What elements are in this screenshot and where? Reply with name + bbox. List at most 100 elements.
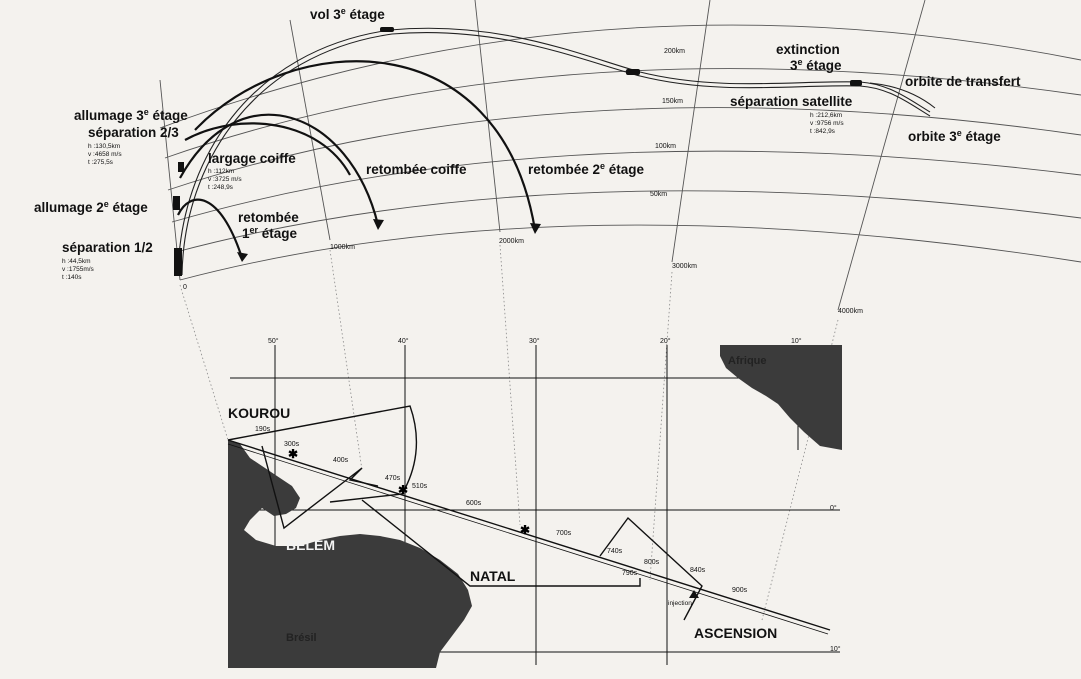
proj-line-2000: [499, 244, 521, 526]
alt-arc-250: [159, 24, 1081, 129]
label-fairing-fall: retombée coiffe: [366, 162, 467, 177]
mark-510s: ✱: [398, 483, 408, 497]
label-stage3-orbit: orbite 3e étage: [908, 128, 1001, 144]
stage3-flight-marker: [380, 27, 394, 32]
stage2-fall-arrow: [373, 219, 384, 230]
alt-label-200: 200km: [664, 48, 685, 55]
time-470s: 470s: [385, 475, 401, 482]
place-belem: BELEM: [286, 537, 335, 553]
alt-arc-200: [164, 68, 1081, 159]
label-stage2-fall: retombée 2e étage: [528, 161, 645, 177]
time-700s: 700s: [556, 530, 572, 537]
time-740s: 740s: [607, 548, 623, 555]
alt-arc-0: [179, 224, 1081, 281]
alt-label-100: 100km: [655, 143, 676, 150]
alt-label-150: 150km: [662, 98, 683, 105]
injection-label: injection: [668, 600, 692, 607]
alt-arc-150: [167, 107, 1081, 191]
time-300s: 300s: [284, 441, 300, 448]
time-800s: 800s: [644, 559, 660, 566]
stage2-marker: [173, 196, 180, 210]
time-790s: 790s: [622, 570, 638, 577]
proj-line-3000: [649, 271, 673, 581]
label-extinction: extinction: [776, 42, 840, 57]
sat-sep-time: t :842,9s: [810, 128, 836, 135]
dist-label-1000: 1000km: [330, 244, 355, 251]
lon-40: 40°: [398, 337, 409, 345]
land-south-america: [228, 440, 472, 668]
fairing-velocity: v :3725 m/s: [208, 176, 242, 183]
altitude-grid: [159, 0, 1081, 311]
stage2-main-fall-arc: [194, 60, 537, 231]
kourou-coverage: [227, 405, 418, 495]
place-ascension: ASCENSION: [694, 625, 777, 641]
label-transfer-orbit: orbite de transfert: [905, 74, 1021, 89]
radial-1000: [289, 19, 331, 241]
sat-sep-velocity: v :9756 m/s: [810, 120, 844, 127]
time-840s: 840s: [690, 567, 706, 574]
projection-lines: [179, 244, 839, 621]
label-sep12: séparation 1/2: [62, 240, 153, 255]
altitude-labels: 200km 150km 100km 50km: [650, 48, 685, 198]
land-africa: [720, 345, 842, 450]
distance-labels: 0 1000km 2000km 3000km 4000km: [183, 238, 863, 315]
alt-arc-100: [171, 150, 1081, 223]
stage3-cruise-marker: [626, 69, 640, 75]
label-sep23: séparation 2/3: [88, 125, 179, 140]
sat-sep-altitude: h :212,6km: [810, 112, 842, 119]
sep23-velocity: v :4658 m/s: [88, 151, 122, 158]
label-stage1-fall-stage: 1er étage: [242, 225, 298, 241]
fairing-time: t :248,9s: [208, 184, 234, 191]
label-fairing: largage coiffe: [208, 151, 296, 166]
stage1-fall-arc: [177, 198, 244, 259]
sep23-altitude: h :130,5km: [88, 143, 120, 150]
ground-track-b: [227, 443, 829, 635]
dist-label-4000: 4000km: [838, 308, 863, 315]
radial-3000: [671, 0, 711, 263]
dist-label-2000: 2000km: [499, 238, 524, 245]
stage1-fall-arrow: [237, 252, 248, 262]
time-190s: 190s: [255, 426, 271, 433]
label-stage1-fall: retombée: [238, 210, 299, 225]
lon-20: 20°: [660, 337, 671, 345]
mark-700s: ✱: [520, 523, 530, 537]
lon-30: 30°: [529, 337, 540, 345]
stage1-body: [174, 248, 182, 276]
place-natal: NATAL: [470, 568, 516, 584]
label-sat-separation: séparation satellite: [730, 94, 853, 109]
lon-50: 50°: [268, 337, 279, 345]
fairing-altitude: h :112km: [208, 168, 234, 175]
place-kourou: KOUROU: [228, 405, 290, 421]
sep23-time: t :275,5s: [88, 159, 114, 166]
label-extinction-stage: 3e étage: [790, 57, 842, 73]
fall-arcs: [177, 60, 541, 262]
lat-0: 0°: [830, 504, 837, 512]
sep12-time: t :140s: [62, 274, 82, 281]
dist-label-3000: 3000km: [672, 263, 697, 270]
lon-10: 10°: [791, 337, 802, 345]
stage-markers: [173, 27, 862, 276]
radial-4000: [837, 0, 926, 311]
time-510s: 510s: [412, 483, 428, 490]
main-fall-arrow: [530, 223, 541, 234]
sep12-velocity: v :1755m/s: [62, 266, 95, 273]
label-ignition2: allumage 2e étage: [34, 199, 148, 215]
time-900s: 900s: [732, 587, 748, 594]
fairing-fall-arc: [184, 122, 351, 176]
place-afrique: Afrique: [728, 355, 767, 367]
belem-coverage: [261, 445, 379, 530]
map: ✱ ✱ ✱ 50° 40° 30° 20° 10° 0° 10° 190s 30…: [227, 337, 842, 668]
dist-label-0: 0: [183, 284, 187, 291]
place-bresil: Brésil: [286, 632, 317, 644]
label-ignition3: allumage 3e étage: [74, 107, 188, 123]
natal-coverage: [329, 493, 641, 587]
radial-2000: [474, 0, 501, 233]
alt-label-50: 50km: [650, 191, 667, 198]
alt-arc-50: [175, 190, 1081, 253]
stage3-marker: [178, 162, 184, 172]
ascension-coverage: [599, 516, 703, 621]
proj-line-0: [179, 284, 229, 441]
time-400s: 400s: [333, 457, 349, 464]
stage2-fall-arc: [179, 113, 380, 226]
